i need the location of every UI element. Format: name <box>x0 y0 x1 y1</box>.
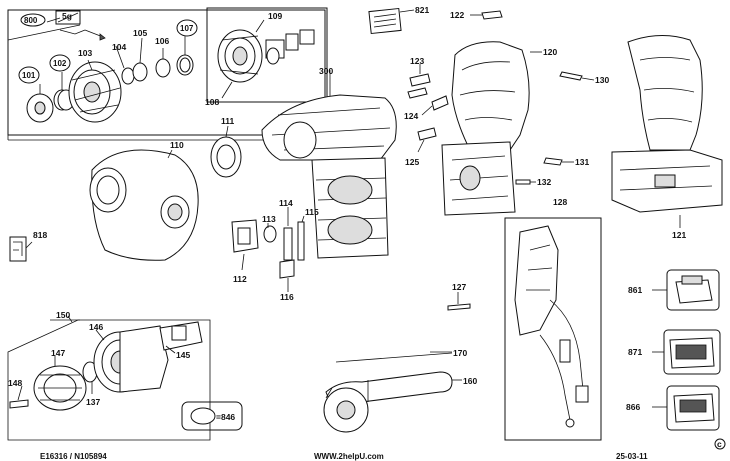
switch-parts-112-116: 114 113 115 112 116 <box>231 198 319 302</box>
part-label-122: 122 <box>450 10 464 20</box>
callout-107-oval <box>176 19 198 37</box>
part-label-110: 110 <box>170 140 184 150</box>
part-label-148: 148 <box>8 378 22 388</box>
ring-part <box>121 67 135 85</box>
footer-model-code: E16316 / N105894 <box>40 452 107 461</box>
part-label-145: 145 <box>176 350 190 360</box>
part-label-109: 109 <box>268 11 282 21</box>
part-label-123: 123 <box>410 56 424 66</box>
part-label-115: 115 <box>305 207 319 217</box>
part-label-113: 113 <box>262 214 276 224</box>
part-label-101: 101 <box>22 71 36 80</box>
part-label-146: 146 <box>89 322 103 332</box>
part-label-818: 818 <box>33 230 47 240</box>
svg-text:c: c <box>717 439 722 449</box>
part-label-160: 160 <box>463 376 477 386</box>
callout-102-oval <box>49 54 71 72</box>
part-label-114: 114 <box>279 198 293 208</box>
shaft-part <box>265 29 315 65</box>
part-label-128: 128 <box>553 197 567 207</box>
label-plate-part: 821 <box>368 5 429 35</box>
part-label-124: 124 <box>404 111 418 121</box>
part-label-105: 105 <box>133 28 147 38</box>
part-label-104: 104 <box>112 42 126 52</box>
part-label-120: 120 <box>543 47 557 57</box>
spring-131-part <box>543 157 563 166</box>
housing-half-left <box>441 41 530 216</box>
part-label-137: 137 <box>86 397 100 407</box>
part-label-300: 300 <box>319 66 333 76</box>
part-label-871: 871 <box>628 347 642 357</box>
front-housing-part: 110 <box>89 140 199 261</box>
gear-housing-part <box>68 61 122 123</box>
small-parts-123-125: 123 124 125 <box>404 56 449 167</box>
part-label-861: 861 <box>628 285 642 295</box>
part-label-800: 800 <box>24 16 38 25</box>
part-label-121: 121 <box>672 230 686 240</box>
part-label-102: 102 <box>53 59 67 68</box>
part-label-127: 127 <box>452 282 466 292</box>
screw-132-part <box>515 179 531 185</box>
part-label-170: 170 <box>453 348 467 358</box>
wiring-panel <box>504 217 602 441</box>
battery-871: 871 <box>628 329 721 375</box>
gearbox-subassembly: 5g <box>7 7 333 141</box>
charger-861: 861 <box>628 269 720 311</box>
screw-127-part: 127 <box>447 282 471 311</box>
manual-818-part: 818 <box>9 230 47 262</box>
housing-half-right <box>611 34 723 213</box>
copyright-icon: c <box>714 438 726 450</box>
part-label-131: 131 <box>575 157 589 167</box>
part-label-821: 821 <box>415 5 429 15</box>
footer-date: 25-03-11 <box>616 452 648 461</box>
part-label-132: 132 <box>537 177 551 187</box>
washer-part <box>26 93 54 123</box>
part-label-108: 108 <box>205 97 219 107</box>
clutch-part <box>217 29 263 83</box>
part-label-107: 107 <box>180 24 194 33</box>
part-label-116: 116 <box>280 292 294 302</box>
part-label-130: 130 <box>595 75 609 85</box>
part-label-112: 112 <box>233 274 247 284</box>
leaders-120-128: 120 130 131 132 128 121 <box>515 47 686 240</box>
ring-part <box>132 62 148 82</box>
part-label-866: 866 <box>626 402 640 412</box>
part-label-846: =846 <box>216 412 235 422</box>
rotary-hammer-assembly <box>261 94 397 259</box>
ring-111-part: 111 <box>210 116 242 178</box>
screw-122-part: 122 <box>450 10 503 20</box>
part-label-103: 103 <box>78 48 92 58</box>
part-label-125: 125 <box>405 157 419 167</box>
screw-130-part <box>559 71 583 81</box>
part-label-111: 111 <box>221 116 235 126</box>
callout-800-oval <box>20 13 46 27</box>
ring-part <box>155 58 171 78</box>
part-label-150: 150 <box>56 310 70 320</box>
ring-inner <box>179 57 191 73</box>
accessory-846: =846 <box>181 401 243 431</box>
part-label-147: 147 <box>51 348 65 358</box>
part-label-106: 106 <box>155 36 169 46</box>
chuck-subassembly: 150 146 147 145 148 137 <box>7 310 211 441</box>
grease-tube-part: 5g <box>55 10 86 35</box>
callout-101-oval <box>18 66 40 84</box>
battery-866: 866 <box>626 385 720 431</box>
footer-website: WWW.2helpU.com <box>314 452 384 461</box>
side-handle-part: 170 160 <box>323 348 477 433</box>
grease-tag: 5g <box>62 11 72 21</box>
